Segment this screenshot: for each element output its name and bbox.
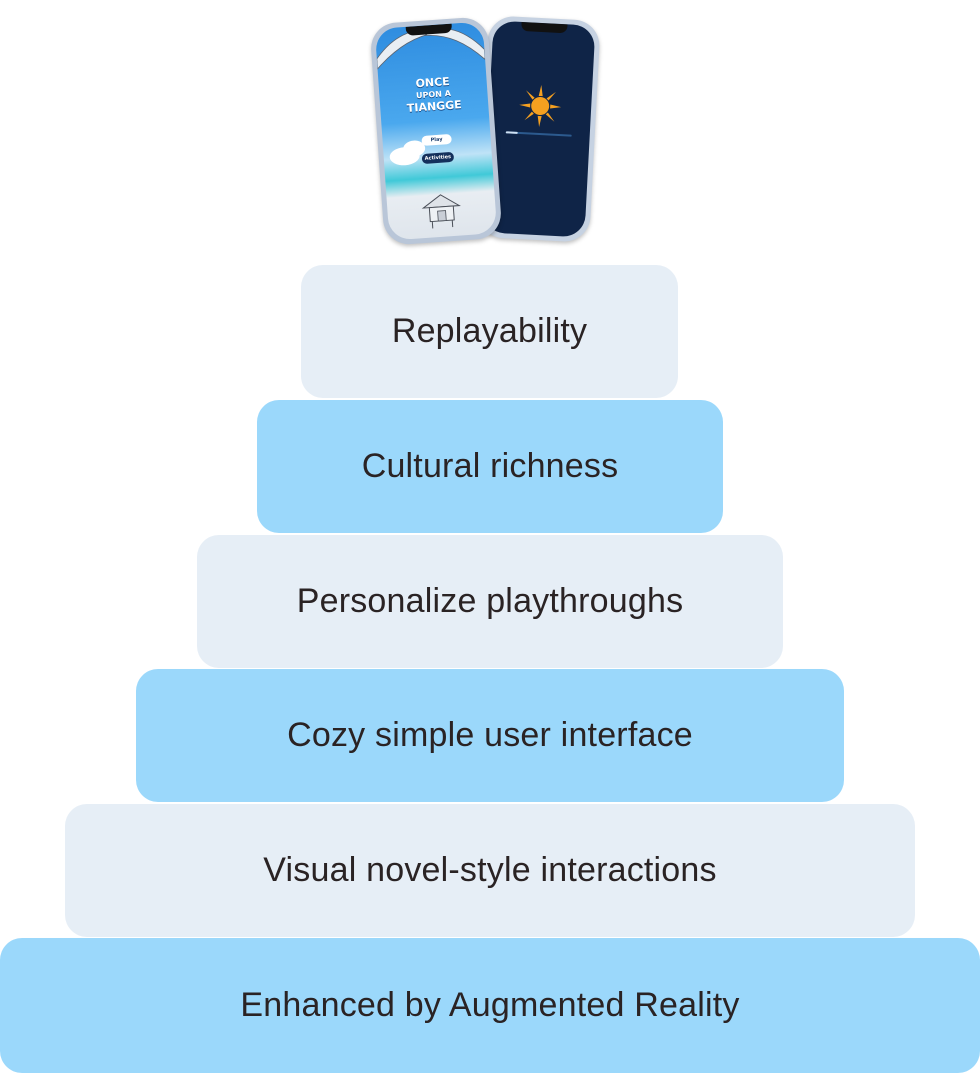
philippine-sun-icon: [519, 85, 562, 128]
app-screenshots-illustration: ONCE UPON A TIANGGE Play Activities: [365, 15, 615, 250]
pyramid-tier-augmented-reality: Enhanced by Augmented Reality: [0, 938, 980, 1073]
tier-label: Cultural richness: [361, 447, 619, 485]
tier-label: Enhanced by Augmented Reality: [240, 986, 740, 1024]
game-title: ONCE UPON A TIANGGE: [378, 73, 488, 116]
phone-notch: [521, 21, 568, 34]
pyramid-tier-cozy-ui: Cozy simple user interface: [136, 669, 844, 802]
pyramid-tier-replayability: Replayability: [301, 265, 678, 398]
activities-button: Activities: [421, 151, 455, 165]
tier-label: Visual novel-style interactions: [263, 851, 717, 889]
splash-screen: [482, 20, 596, 238]
game-title-screen: ONCE UPON A TIANGGE Play Activities: [374, 21, 498, 241]
play-button: Play: [421, 133, 452, 147]
loading-bar: [505, 131, 572, 137]
phone-splash-screen: [477, 15, 601, 243]
phone-title-screen: ONCE UPON A TIANGGE Play Activities: [369, 16, 503, 246]
tier-label: Personalize playthroughs: [296, 582, 684, 620]
tier-label: Replayability: [391, 312, 588, 350]
pyramid-tier-personalize-playthroughs: Personalize playthroughs: [197, 535, 783, 668]
nipa-hut-icon: [421, 194, 461, 229]
pyramid-tier-visual-novel: Visual novel-style interactions: [65, 804, 915, 937]
tier-label: Cozy simple user interface: [287, 716, 693, 754]
pyramid-tier-cultural-richness: Cultural richness: [257, 400, 723, 533]
